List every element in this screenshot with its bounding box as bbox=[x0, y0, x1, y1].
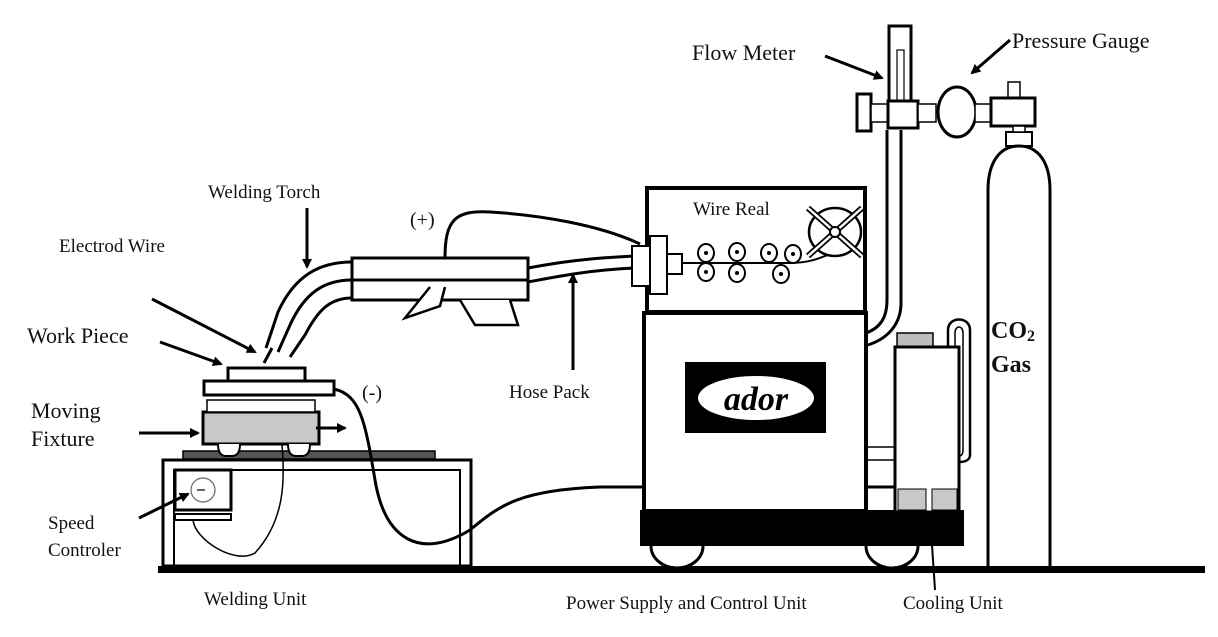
label-negative-terminal: (-) bbox=[362, 382, 382, 404]
hose-pack-upper bbox=[527, 254, 636, 270]
wheel-left bbox=[649, 545, 705, 570]
label-pressure-gauge: Pressure Gauge bbox=[1012, 28, 1149, 53]
co2-cylinder bbox=[986, 81, 1052, 566]
label-welding-torch: Welding Torch bbox=[208, 182, 321, 203]
arrow-pressure-gauge bbox=[970, 38, 1011, 75]
trolley-base bbox=[640, 510, 964, 546]
positive-cable bbox=[443, 210, 641, 259]
arrow-work-piece bbox=[159, 340, 223, 366]
flow-meter bbox=[855, 24, 937, 133]
work-piece bbox=[226, 366, 307, 383]
leader-arrows bbox=[138, 38, 1011, 520]
power-supply-cabinet: ador bbox=[640, 311, 964, 570]
welding-torch bbox=[262, 256, 530, 364]
label-gas: Gas bbox=[991, 352, 1031, 378]
label-wire-reel: Wire Real bbox=[693, 199, 770, 220]
wheel-right bbox=[864, 545, 920, 570]
base-plate bbox=[202, 379, 336, 397]
controller-cable bbox=[192, 444, 284, 557]
flow-meter-knob bbox=[855, 92, 873, 133]
pressure-gauge-icon bbox=[936, 85, 978, 139]
label-work-piece: Work Piece bbox=[27, 323, 128, 348]
wire-feeder-box bbox=[631, 186, 867, 314]
label-moving-fixture-line1: Moving bbox=[31, 398, 101, 423]
gas-hose bbox=[865, 130, 903, 347]
arrow-flow-meter bbox=[824, 54, 884, 80]
label-electrode-wire: Electrod Wire bbox=[59, 236, 165, 257]
electrode-wire-tip bbox=[262, 347, 274, 364]
brand-logo-text: ador bbox=[724, 381, 789, 418]
hose-pack-lower bbox=[527, 266, 636, 284]
label-hose-pack: Hose Pack bbox=[509, 382, 590, 403]
label-co2: CO2 bbox=[991, 318, 1035, 345]
ground-line bbox=[158, 566, 1205, 573]
negative-cable bbox=[333, 387, 960, 546]
label-positive-terminal: (+) bbox=[410, 209, 435, 231]
cooling-unit bbox=[866, 318, 972, 591]
wire-reel-spool-icon bbox=[806, 205, 864, 259]
feed-rollers bbox=[697, 242, 802, 284]
welding-unit-table bbox=[161, 450, 473, 568]
arrow-electrode-wire bbox=[151, 297, 257, 354]
label-speed-controller-line1: Speed bbox=[48, 513, 95, 534]
label-flow-meter: Flow Meter bbox=[692, 40, 796, 65]
cooling-unit-leader bbox=[930, 529, 936, 591]
label-cooling-unit: Cooling Unit bbox=[903, 593, 1003, 614]
label-welding-unit: Welding Unit bbox=[204, 589, 307, 610]
label-power-supply: Power Supply and Control Unit bbox=[566, 593, 807, 614]
moving-fixture bbox=[201, 399, 347, 457]
arrow-speed-controller bbox=[138, 492, 190, 520]
label-moving-fixture-line2: Fixture bbox=[31, 426, 95, 451]
label-speed-controller-line2: Controler bbox=[48, 540, 121, 561]
